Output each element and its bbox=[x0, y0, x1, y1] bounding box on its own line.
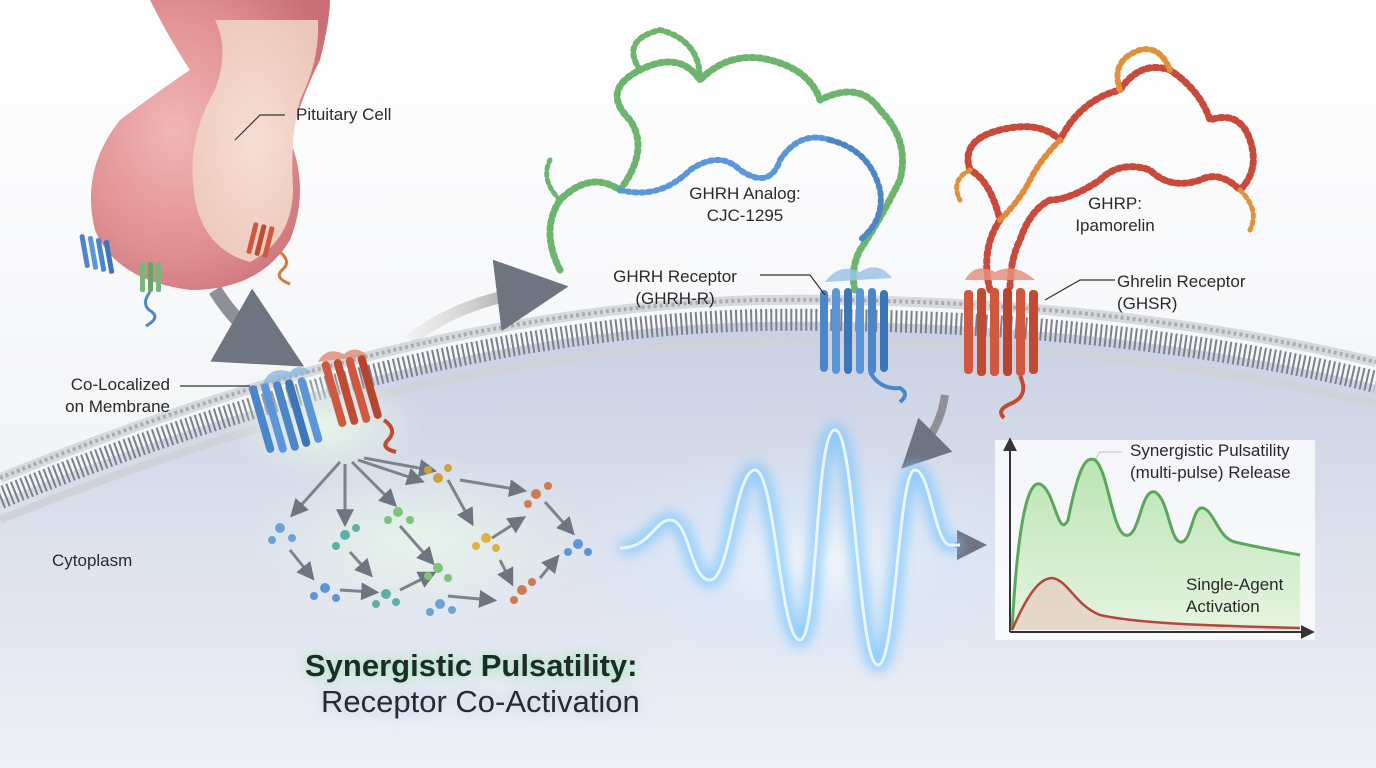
mini-receptor-blue bbox=[79, 234, 115, 274]
arrow-receptor-to-wave bbox=[901, 394, 953, 469]
label-ghrh-analog-line1: GHRH Analog: bbox=[689, 184, 801, 203]
label-pituitary-cell: Pituitary Cell bbox=[296, 105, 392, 124]
diagram-title: Synergistic Pulsatility: Receptor Co-Act… bbox=[305, 648, 725, 720]
ghrp-peptide bbox=[954, 46, 1257, 294]
single-agent-curve bbox=[1010, 576, 1301, 631]
label-single-agent: Single-Agent Activation bbox=[1186, 574, 1283, 618]
label-ghrh-receptor-line2: (GHRH-R) bbox=[635, 289, 715, 308]
release-chart bbox=[995, 437, 1315, 640]
label-cytoplasm: Cytoplasm bbox=[52, 551, 133, 570]
label-ghrelin-receptor-line1: Ghrelin Receptor bbox=[1117, 272, 1246, 291]
colocalized-receptors bbox=[230, 349, 420, 480]
title-line2: Receptor Co-Activation bbox=[321, 684, 640, 719]
ghrh-receptor bbox=[820, 267, 907, 404]
label-colocalized-line2: on Membrane bbox=[65, 397, 170, 416]
colocalized-ghrelin-receptor bbox=[318, 349, 397, 454]
label-single-agent-line2: Activation bbox=[1186, 597, 1260, 616]
label-colocalized: Co-Localized on Membrane bbox=[30, 374, 170, 418]
signaling-cascade bbox=[250, 456, 592, 620]
synergy-curve bbox=[1010, 457, 1301, 631]
label-ghrp-line1: GHRP: bbox=[1088, 194, 1142, 213]
label-synergistic-line2: (multi-pulse) Release bbox=[1130, 463, 1291, 482]
label-ghrp: GHRP: Ipamorelin bbox=[1060, 193, 1170, 237]
cascade-molecules bbox=[268, 464, 592, 616]
label-colocalized-line1: Co-Localized bbox=[70, 375, 170, 394]
title-line1: Synergistic Pulsatility: bbox=[305, 648, 638, 683]
label-synergistic-release: Synergistic Pulsatility (multi-pulse) Re… bbox=[1130, 440, 1291, 484]
label-single-agent-line1: Single-Agent bbox=[1186, 575, 1284, 594]
label-ghrh-receptor: GHRH Receptor (GHRH-R) bbox=[590, 266, 760, 310]
arrow-cell-to-membrane bbox=[209, 286, 305, 367]
arrow-membrane-to-receptors bbox=[406, 259, 569, 345]
label-ghrh-receptor-line1: GHRH Receptor bbox=[613, 267, 737, 286]
label-ghrelin-receptor: Ghrelin Receptor (GHSR) bbox=[1117, 271, 1246, 315]
label-ghrh-analog-line2: CJC-1295 bbox=[706, 206, 784, 225]
mini-receptor-green bbox=[140, 262, 161, 328]
pituitary-cell bbox=[79, 0, 330, 328]
label-ghrp-line2: Ipamorelin bbox=[1075, 216, 1155, 235]
mini-receptor-red bbox=[246, 222, 291, 286]
pulse-wave bbox=[619, 422, 960, 673]
label-ghrelin-receptor-line2: (GHSR) bbox=[1117, 294, 1178, 313]
synergy-area bbox=[1012, 459, 1300, 630]
ghrelin-receptor bbox=[964, 268, 1038, 420]
label-ghrh-analog: GHRH Analog: CJC-1295 bbox=[660, 183, 830, 227]
single-agent-area bbox=[1012, 578, 1300, 630]
label-synergistic-line1: Synergistic Pulsatility bbox=[1130, 441, 1290, 460]
colocalized-ghrh-receptor bbox=[249, 367, 323, 453]
ghrh-analog-peptide bbox=[544, 27, 906, 294]
